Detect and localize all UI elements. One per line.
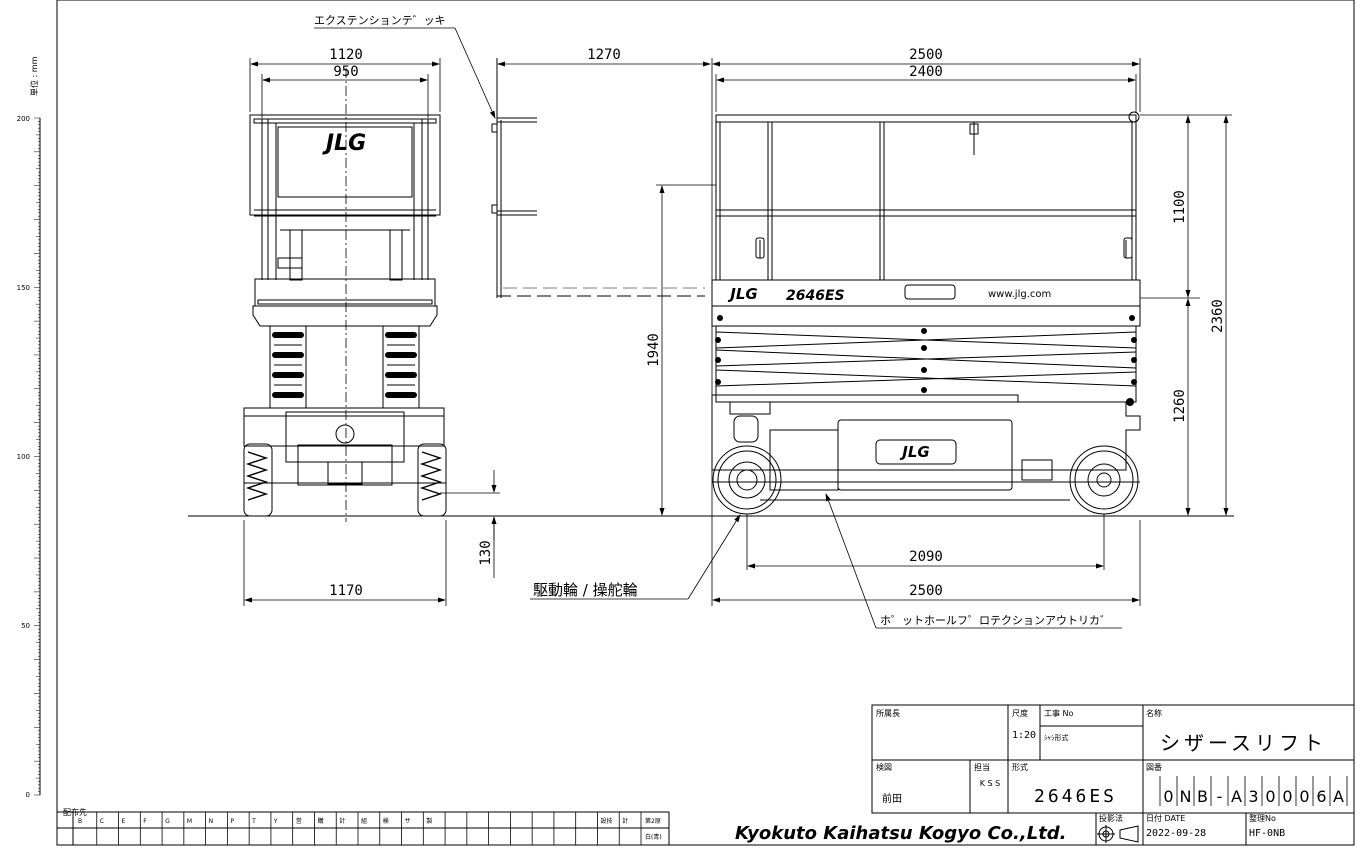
dist-cell-label: T: [251, 818, 256, 825]
scale-tick-100: 100: [17, 453, 30, 461]
drawing-no-char: N: [1180, 787, 1192, 806]
distribution-cells: B C E F G M N P T Y 営 購 計 組 検 サ 製 設技 計: [78, 812, 642, 845]
distribution-bar: [56, 811, 670, 846]
tb-drawing-no-label: 図番: [1146, 762, 1162, 772]
tb-date-label: 日付 DATE: [1146, 813, 1185, 823]
scale-tick-0: 0: [26, 791, 30, 799]
dist-cell-label: G: [165, 818, 170, 825]
drawing-no-char: -: [1217, 787, 1223, 806]
drawing-no-char: 6: [1316, 787, 1326, 806]
dist-cell-label: Y: [273, 818, 278, 825]
drawing-no-char: A: [1333, 787, 1344, 806]
tb-review-label: 検図: [876, 762, 892, 772]
side-view: [711, 111, 1141, 515]
side-jlg-logo: JLG: [727, 285, 757, 303]
drawing-no-char: A: [1231, 787, 1242, 806]
tb-file-no-value: HF-0NB: [1249, 828, 1285, 839]
dist-cell-label: 計: [622, 817, 628, 825]
dim-side-total-bottom: 2500: [909, 583, 943, 599]
unit-label: 単位 : mm: [29, 56, 39, 96]
drawing-no-grid: [1159, 776, 1348, 806]
dist-copy-label: 白(青): [645, 833, 662, 841]
dim-side-platform: 2400: [909, 64, 943, 80]
dist-cell-label: B: [78, 818, 82, 825]
callout-extension-deck-label: エクステンションテ゛ッキ: [314, 14, 446, 27]
dist-cell-label: P: [230, 818, 234, 825]
extension-deck-view: [491, 58, 705, 298]
tb-model-value: 2646ES: [1034, 786, 1117, 807]
side-view-rivets: [715, 315, 1137, 406]
dim-front-top-width: 1120: [329, 47, 363, 63]
scale-tick-200: 200: [17, 115, 30, 123]
model-badge: 2646ES: [786, 288, 845, 304]
title-block: [871, 704, 1355, 845]
dist-cell-label: 検: [383, 817, 389, 825]
drawing-no-char: 0: [1282, 787, 1292, 806]
callout-extension-deck: [314, 27, 496, 119]
callout-pothole-outrigger: ホ゜ットホールフ゜ロテクションアウトリカ゛: [880, 614, 1111, 627]
tb-charge-label: 担当: [974, 762, 990, 772]
tb-job-no-label: 工事 No: [1044, 708, 1074, 718]
sheet-border: [56, 0, 1355, 846]
callout-drive-wheel: 駆動輪 / 操舵輪: [533, 581, 638, 599]
tb-model-label: 形式: [1012, 762, 1028, 772]
chassis-jlg-logo: JLG: [899, 443, 929, 461]
tb-charge-initials: K S S: [980, 779, 1001, 788]
front-scissor-detail: [272, 332, 417, 398]
dist-cell-label: 購: [317, 817, 323, 825]
dist-cell-label: 営: [296, 817, 302, 825]
tb-scale-label: 尺度: [1012, 708, 1028, 718]
callout-leaders: [530, 493, 1122, 629]
scale-tick-50: 50: [21, 622, 30, 630]
dist-cell-label: 計: [339, 817, 345, 825]
front-dimensions: [243, 58, 500, 606]
front-view: [243, 68, 447, 522]
drawing-no-char: 0: [1163, 787, 1173, 806]
tb-name-label: 名称: [1146, 708, 1162, 718]
dim-total-height: 2360: [1210, 299, 1226, 333]
drawing-no-char: 0: [1299, 787, 1309, 806]
drawing-no-char: B: [1197, 787, 1208, 806]
dim-guard-rail-height: 1100: [1172, 190, 1188, 224]
tb-review-name: 前田: [882, 792, 902, 805]
dim-platform-height: 1940: [646, 333, 662, 367]
side-dimensions: [656, 58, 1232, 606]
dim-front-inner-width: 950: [333, 64, 358, 80]
dim-side-total-top: 2500: [909, 47, 943, 63]
dim-deck-extension: 1270: [587, 47, 621, 63]
tb-chassis-type-label: ｼｬｼ形式: [1044, 733, 1069, 742]
drawing-no-char: 0: [1265, 787, 1275, 806]
dim-ground-clearance: 130: [478, 540, 494, 565]
dist-cell-label: 製: [426, 817, 432, 825]
dist-cell-label: C: [100, 818, 104, 825]
dist-cell-label: M: [187, 818, 192, 825]
tb-file-no-label: 整理No: [1249, 813, 1276, 823]
front-jlg-logo: JLG: [322, 131, 366, 156]
dist-cell-label: サ: [405, 818, 411, 825]
dist-side-label: 配布先: [63, 807, 87, 817]
dist-cell-label: 組: [361, 817, 367, 825]
tb-scale-value: 1:20: [1012, 730, 1036, 741]
drawing-no-char: 3: [1248, 787, 1258, 806]
website-label: www.jlg.com: [988, 289, 1051, 300]
dim-wheelbase: 2090: [909, 549, 943, 565]
projection-symbol-icon: [1097, 825, 1139, 843]
dim-deck-height: 1260: [1172, 389, 1188, 423]
tb-date-value: 2022-09-28: [1146, 828, 1206, 839]
dist-cell-label: F: [143, 818, 147, 825]
tb-affiliation-label: 所属長: [876, 708, 900, 718]
scale-tick-150: 150: [17, 284, 30, 292]
dim-front-base-width: 1170: [329, 583, 363, 599]
tb-name-value: シザースリフト: [1160, 731, 1327, 755]
scale-ruler: 200 150 100 50 0 単位 : mm: [17, 56, 41, 799]
dist-cell-label: N: [209, 818, 214, 825]
dist-original-label: 第2原: [645, 817, 661, 825]
tb-projection-label: 投影法: [1099, 813, 1123, 823]
dist-cell-label: 設技: [600, 817, 612, 825]
dist-cell-label: E: [122, 818, 126, 825]
tb-company: Kyokuto Kaihatsu Kogyo Co.,Ltd.: [735, 823, 1067, 844]
